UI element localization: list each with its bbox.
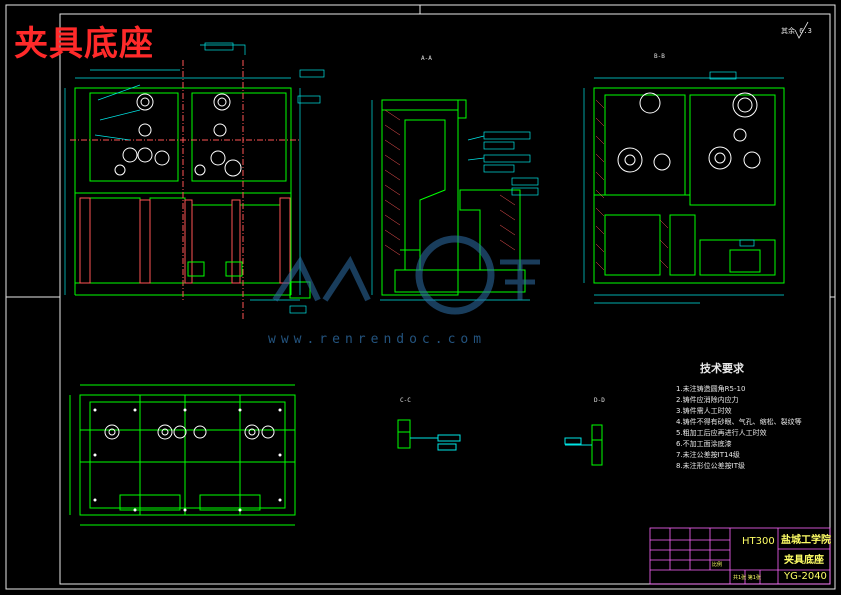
title-block-material: HT300 <box>742 536 775 547</box>
front-view-holes <box>114 93 242 177</box>
section-b-dimensions <box>583 71 784 304</box>
section-b-hatching <box>595 99 669 271</box>
title-block-scale-label: 比例 <box>712 562 723 568</box>
section-a-view <box>381 99 526 296</box>
watermark-url: www.renrendoc.com <box>268 332 487 347</box>
tech-requirement-item: 6.不加工面涂底漆 <box>676 440 732 448</box>
technical-requirements-list: 1.未注铸造圆角R5-10 2.铸件应消除内应力 3.铸件需人工时效 4.铸件不… <box>676 384 802 472</box>
top-view-bolt-holes <box>93 408 282 512</box>
tech-requirement-item: 1.未注铸造圆角R5-10 <box>676 385 746 393</box>
tech-requirement-item: 3.铸件需人工时效 <box>676 407 732 415</box>
roughness-note: 其余 6.3 <box>781 27 812 35</box>
section-b-holes <box>617 92 761 173</box>
top-view <box>69 384 296 526</box>
title-block-sheet-label: 共1张 第1张 <box>733 575 761 581</box>
tech-requirement-item: 5.粗加工后应再进行人工时效 <box>676 429 767 437</box>
tech-requirement-item: 7.未注公差按IT14级 <box>676 451 740 459</box>
inner-border <box>59 13 831 585</box>
section-b-view <box>593 87 785 284</box>
section-a-label: A-A <box>421 55 432 62</box>
section-d-view <box>564 424 603 466</box>
section-a-dimensions <box>371 100 539 301</box>
front-view <box>70 60 311 320</box>
front-view-dimensions <box>64 42 325 314</box>
drawing-title: 夹具底座 <box>14 24 154 64</box>
title-block-school: 盐城工学院 <box>781 535 831 546</box>
title-block <box>649 527 831 585</box>
title-block-drawing-no: YG-2040 <box>784 571 827 582</box>
tech-requirement-item: 4.铸件不得有砂眼、气孔、缩松、裂纹等 <box>676 418 802 426</box>
section-b-label: B-B <box>654 53 665 60</box>
section-c-view <box>397 419 461 451</box>
section-c-label: C-C <box>400 397 411 404</box>
title-block-part-name: 夹具底座 <box>784 555 824 566</box>
roughness-symbol <box>794 21 809 39</box>
tech-requirement-item: 8.未注形位公差按IT级 <box>676 462 746 470</box>
section-d-label: D-D <box>594 397 605 404</box>
section-a-hatching <box>384 109 516 256</box>
watermark-logo <box>272 235 540 315</box>
top-view-holes <box>104 424 275 440</box>
tech-requirement-item: 2.铸件应消除内应力 <box>676 396 739 404</box>
technical-requirements-heading: 技术要求 <box>700 362 744 375</box>
